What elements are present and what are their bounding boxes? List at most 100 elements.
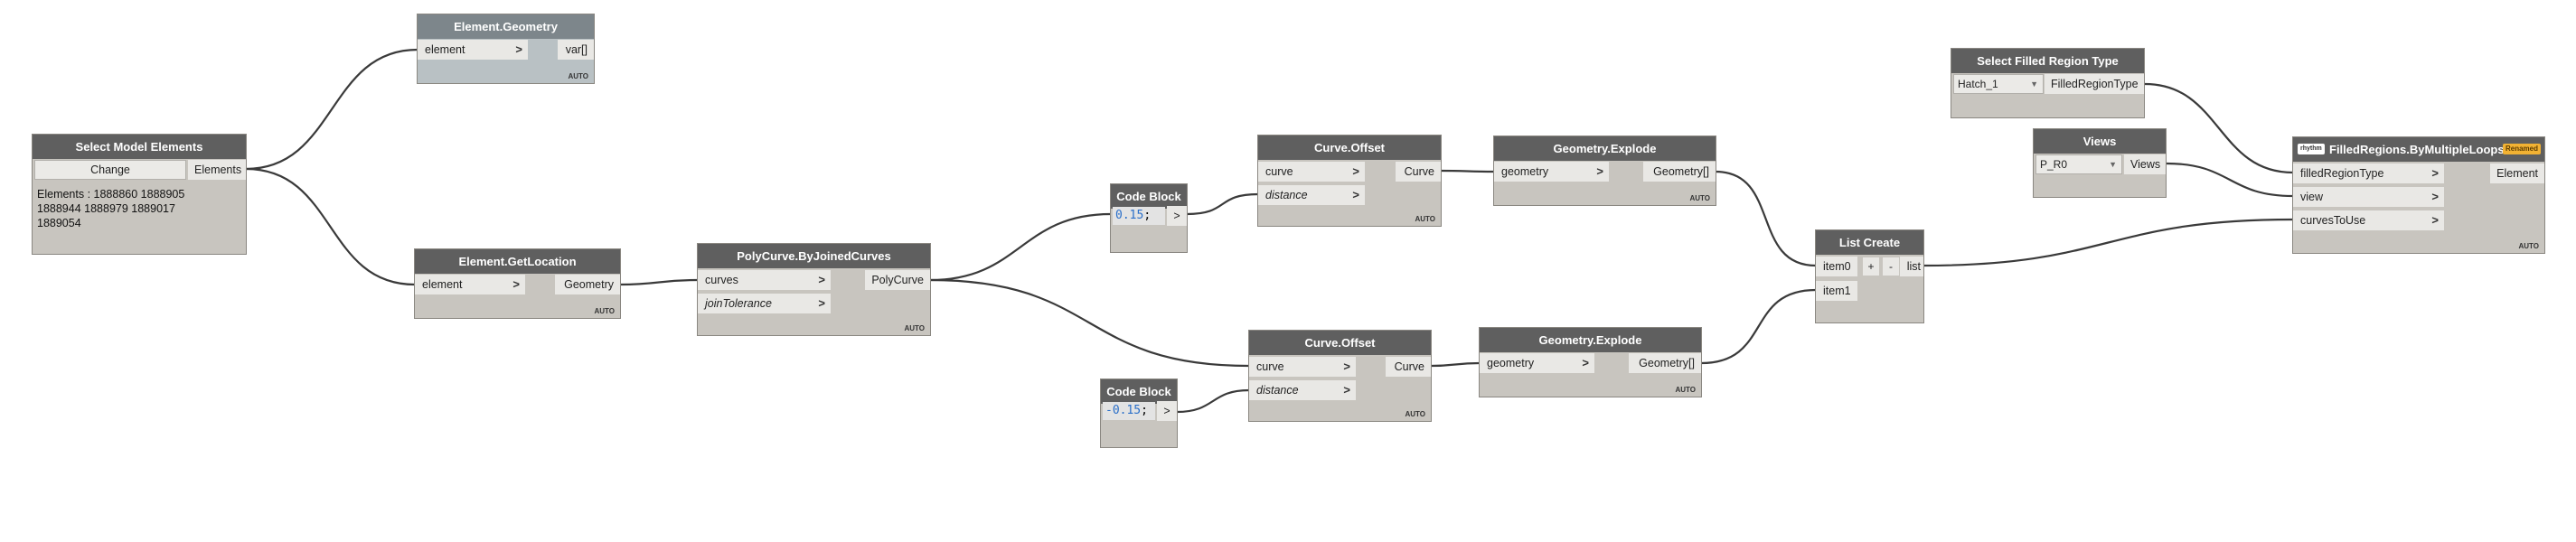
node-select-filled-region-type[interactable]: Select Filled Region Type Hatch_1▼ Fille… bbox=[1951, 48, 2145, 118]
dropdown-value: P_R0 bbox=[2040, 158, 2068, 171]
node-curve-offset-1[interactable]: Curve.Offset curve > distance> Curve AUTO bbox=[1257, 135, 1442, 227]
output-port-filledregiontype[interactable]: FilledRegionType bbox=[2045, 74, 2144, 94]
output-port-polycurve[interactable]: PolyCurve bbox=[865, 270, 930, 290]
node-list-create[interactable]: List Create item0 item1 + - list bbox=[1815, 229, 1924, 323]
input-port-curves[interactable]: curves > bbox=[698, 270, 831, 290]
input-port-view[interactable]: view> bbox=[2293, 187, 2444, 207]
wire-select-to-getlocation bbox=[245, 167, 416, 286]
port-label: curves bbox=[705, 274, 738, 286]
code-number: -0.15 bbox=[1105, 404, 1142, 417]
output-port[interactable]: > bbox=[1157, 401, 1177, 421]
wire-getlocation-to-polycurve bbox=[619, 278, 699, 286]
wire-polycurve-to-offset2 bbox=[929, 278, 1250, 368]
node-code-block-1[interactable]: Code Block 0.15; > bbox=[1110, 183, 1188, 253]
selection-info-line: 1888944 1888979 1889017 bbox=[37, 202, 175, 215]
wire-explode1-to-listcreate bbox=[1715, 170, 1817, 267]
port-label: item0 bbox=[1823, 260, 1851, 273]
code-editor[interactable]: 0.15; bbox=[1113, 207, 1165, 225]
input-port-item1[interactable]: item1 bbox=[1816, 281, 1857, 301]
node-curve-offset-2[interactable]: Curve.Offset curve> distance> Curve AUTO bbox=[1248, 330, 1432, 422]
node-title: Curve.Offset bbox=[1258, 136, 1441, 160]
package-badge: rhythm bbox=[2298, 144, 2325, 154]
wire-explode2-to-listcreate bbox=[1700, 288, 1817, 365]
wire-offset1-to-explode1 bbox=[1440, 169, 1495, 173]
output-port-geometry-list[interactable]: Geometry[] bbox=[1643, 162, 1716, 182]
node-code-block-2[interactable]: Code Block -0.15; > bbox=[1100, 378, 1178, 448]
port-label: joinTolerance bbox=[705, 297, 772, 310]
input-port-filledregiontype[interactable]: filledRegionType > bbox=[2293, 164, 2444, 183]
output-port-elements[interactable]: Elements bbox=[188, 160, 246, 180]
lacing-label: AUTO bbox=[904, 324, 925, 332]
node-title: rhythm FilledRegions.ByMultipleLoops Ren… bbox=[2293, 137, 2544, 162]
node-title: PolyCurve.ByJoinedCurves bbox=[698, 244, 930, 268]
node-title: List Create bbox=[1816, 230, 1923, 255]
filled-region-type-dropdown[interactable]: Hatch_1▼ bbox=[1953, 74, 2044, 94]
node-title: Geometry.Explode bbox=[1494, 136, 1716, 161]
wire-codeblock2-to-offset2 bbox=[1176, 388, 1250, 414]
selection-info-line: 1889054 bbox=[37, 217, 81, 229]
chevron-right-icon: > bbox=[512, 277, 520, 291]
output-port[interactable]: > bbox=[1167, 206, 1187, 226]
port-label: element bbox=[425, 43, 465, 56]
wire-polycurve-to-offset1 bbox=[929, 212, 1112, 282]
add-input-button[interactable]: + bbox=[1863, 257, 1879, 276]
node-title: Select Model Elements bbox=[33, 135, 246, 159]
output-port-element[interactable]: Element bbox=[2490, 164, 2544, 183]
node-geometry-explode-1[interactable]: Geometry.Explode geometry> Geometry[] AU… bbox=[1493, 136, 1716, 206]
input-port-curve[interactable]: curve > bbox=[1258, 162, 1365, 182]
port-label: view bbox=[2300, 191, 2324, 203]
output-port-curve[interactable]: Curve bbox=[1396, 162, 1441, 182]
views-dropdown[interactable]: P_R0 ▼ bbox=[2035, 154, 2122, 174]
chevron-right-icon: > bbox=[1352, 164, 1359, 178]
port-label: filledRegionType bbox=[2300, 167, 2384, 180]
remove-input-button[interactable]: - bbox=[1883, 257, 1899, 276]
lacing-label: AUTO bbox=[1405, 410, 1425, 418]
code-number: 0.15 bbox=[1115, 209, 1144, 222]
lacing-label: AUTO bbox=[1415, 215, 1435, 223]
input-port-element[interactable]: element> bbox=[418, 40, 528, 60]
chevron-right-icon: > bbox=[818, 273, 825, 286]
input-port-curvestouse[interactable]: curvesToUse> bbox=[2293, 210, 2444, 230]
chevron-down-icon: ▼ bbox=[2109, 160, 2117, 169]
input-port-geometry[interactable]: geometry> bbox=[1494, 162, 1609, 182]
lacing-label: AUTO bbox=[2518, 242, 2539, 250]
chevron-right-icon: > bbox=[1343, 360, 1350, 373]
output-port-list[interactable]: list bbox=[1900, 257, 1923, 276]
chevron-right-icon: > bbox=[2431, 166, 2439, 180]
port-label: distance bbox=[1256, 384, 1299, 397]
node-polycurve-byjoinedcurves[interactable]: PolyCurve.ByJoinedCurves curves > joinTol… bbox=[697, 243, 931, 336]
chevron-right-icon: > bbox=[818, 296, 825, 310]
node-filledregions-bymultipleloops[interactable]: rhythm FilledRegions.ByMultipleLoops Ren… bbox=[2292, 136, 2545, 254]
node-element-geometry[interactable]: Element.Geometry element> var[] AUTO bbox=[417, 14, 595, 84]
wire-codeblock1-to-offset1 bbox=[1186, 192, 1259, 216]
output-port-geometry-list[interactable]: Geometry[] bbox=[1629, 353, 1701, 373]
port-label: curve bbox=[1265, 165, 1293, 178]
node-geometry-explode-2[interactable]: Geometry.Explode geometry> Geometry[] AU… bbox=[1479, 327, 1702, 397]
input-port-element[interactable]: element > bbox=[415, 275, 525, 294]
output-port-views[interactable]: Views bbox=[2124, 154, 2166, 174]
output-port-var[interactable]: var[] bbox=[558, 40, 594, 60]
input-port-distance[interactable]: distance> bbox=[1258, 185, 1365, 205]
output-port-geometry[interactable]: Geometry bbox=[555, 275, 620, 294]
input-port-jointolerance[interactable]: joinTolerance > bbox=[698, 294, 831, 313]
node-element-getlocation[interactable]: Element.GetLocation element> Geometry AU… bbox=[414, 248, 621, 319]
wire-offset2-to-explode2 bbox=[1430, 361, 1481, 368]
chevron-right-icon: > bbox=[1582, 356, 1589, 369]
wire-filledregiontype-to-filledregions bbox=[2144, 82, 2294, 174]
input-port-distance[interactable]: distance> bbox=[1249, 380, 1356, 400]
input-port-geometry[interactable]: geometry> bbox=[1480, 353, 1594, 373]
node-title: Code Block bbox=[1111, 184, 1187, 209]
code-editor[interactable]: -0.15; bbox=[1103, 402, 1155, 420]
input-port-item0[interactable]: item0 bbox=[1816, 257, 1857, 276]
renamed-badge: Renamed bbox=[2502, 144, 2541, 154]
node-views[interactable]: Views P_R0 ▼ Views bbox=[2033, 128, 2167, 198]
port-label: element bbox=[422, 278, 463, 291]
node-select-model-elements[interactable]: Select Model Elements Change Elements El… bbox=[32, 134, 247, 255]
output-port-curve[interactable]: Curve bbox=[1386, 357, 1431, 377]
lacing-label: AUTO bbox=[594, 307, 615, 315]
change-button[interactable]: Change bbox=[34, 160, 186, 180]
input-port-curve[interactable]: curve> bbox=[1249, 357, 1356, 377]
node-title: Views bbox=[2034, 129, 2166, 154]
code-terminator: ; bbox=[1143, 209, 1152, 222]
node-title-text: FilledRegions.ByMultipleLoops bbox=[2329, 143, 2505, 156]
